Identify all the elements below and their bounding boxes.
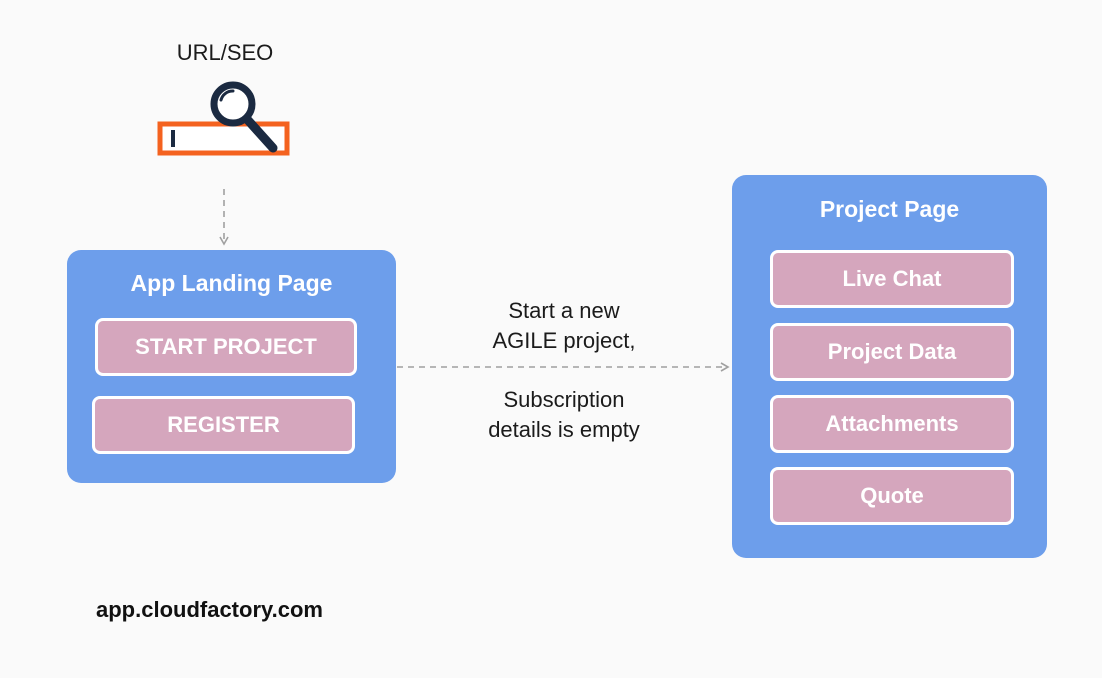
transition-label-bottom: Subscription details is empty [444, 385, 684, 445]
project-data-item[interactable]: Project Data [770, 323, 1014, 381]
register-button[interactable]: REGISTER [92, 396, 355, 454]
quote-item[interactable]: Quote [770, 467, 1014, 525]
start-project-button[interactable]: START PROJECT [95, 318, 357, 376]
project-page-node: Project Page Live Chat Project Data Atta… [732, 175, 1047, 558]
transition-label-bottom-text: Subscription details is empty [488, 387, 640, 442]
domain-label: app.cloudfactory.com [96, 597, 323, 622]
transition-label-top: Start a new AGILE project, [444, 296, 684, 356]
entry-label: URL/SEO [176, 40, 274, 65]
transition-label-top-text: Start a new AGILE project, [492, 298, 636, 353]
search-icon [157, 81, 290, 156]
project-page-title: Project Page [819, 196, 960, 222]
live-chat-item[interactable]: Live Chat [770, 250, 1014, 308]
attachments-item[interactable]: Attachments [770, 395, 1014, 453]
landing-page-node: App Landing Page START PROJECT REGISTER [67, 250, 396, 483]
landing-page-title: App Landing Page [130, 270, 333, 296]
